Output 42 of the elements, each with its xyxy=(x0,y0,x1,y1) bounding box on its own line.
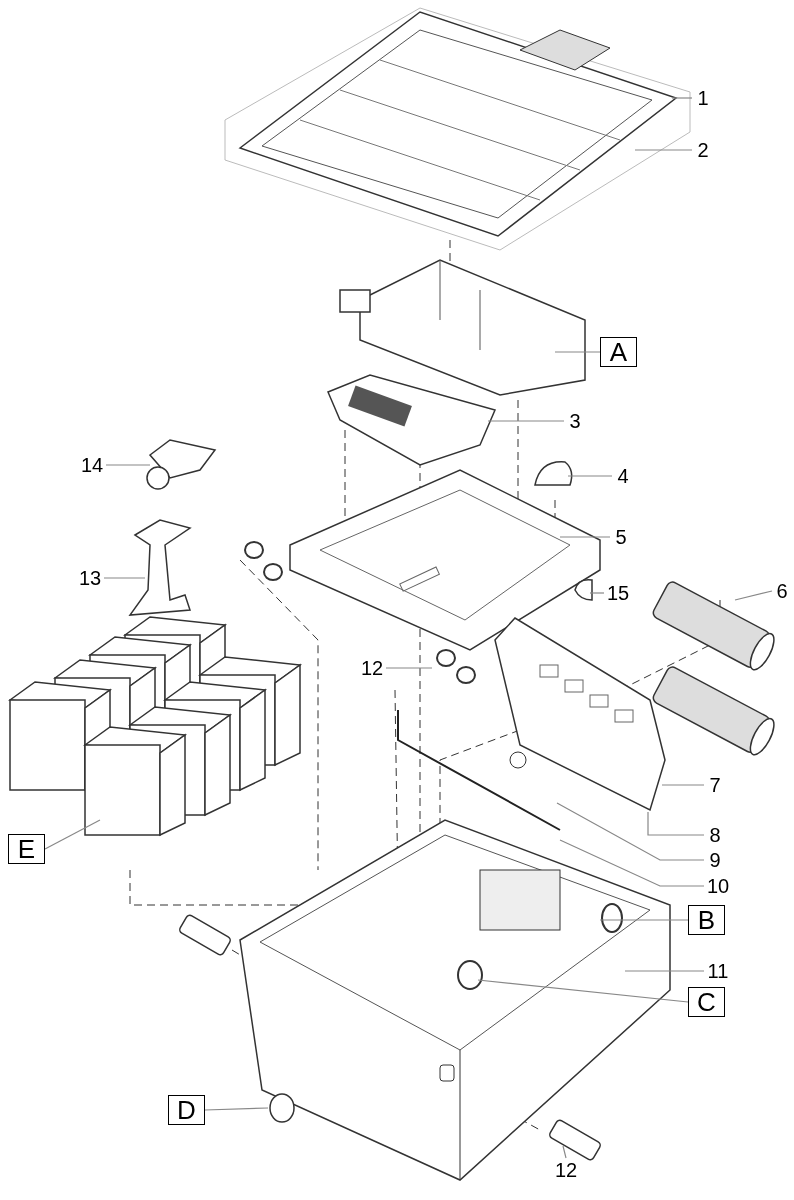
callout-number: 7 xyxy=(704,773,726,797)
callout-number: 1 xyxy=(692,86,714,110)
callout-number: 14 xyxy=(78,453,106,477)
leader-line xyxy=(562,1145,567,1159)
leader-line xyxy=(624,970,705,972)
leader-line xyxy=(556,802,705,861)
leader-line xyxy=(44,819,101,850)
callout-number: 5 xyxy=(610,525,632,549)
callout-number: 9 xyxy=(704,848,726,872)
leader-line xyxy=(103,577,146,579)
leader-line xyxy=(671,97,693,99)
callout-number: 6 xyxy=(772,579,792,603)
callout-number: 11 xyxy=(704,959,732,983)
leader-line xyxy=(647,811,705,836)
leader-line xyxy=(105,464,151,466)
callout-number: 3 xyxy=(564,409,586,433)
callout-letter: E xyxy=(8,834,45,864)
leader-line xyxy=(559,536,611,538)
callout-letter: D xyxy=(168,1095,205,1125)
leader-line xyxy=(487,420,565,422)
leader-line xyxy=(567,475,613,477)
callout-number: 8 xyxy=(704,823,726,847)
callout-letter: B xyxy=(688,905,725,935)
leader-line xyxy=(634,149,693,151)
leader-line xyxy=(589,592,605,594)
callout-number: 13 xyxy=(76,566,104,590)
callout-number: 4 xyxy=(612,464,634,488)
callout-number: 15 xyxy=(604,581,632,605)
callout-number: 2 xyxy=(692,138,714,162)
callout-number: 12 xyxy=(358,656,386,680)
leader-line xyxy=(554,351,601,353)
callout-letter: A xyxy=(600,337,637,367)
callout-number: 10 xyxy=(704,874,732,898)
leader-line xyxy=(385,667,433,669)
leader-line xyxy=(599,919,689,921)
callout-number: 12 xyxy=(552,1158,580,1182)
callout-letter: C xyxy=(688,987,725,1017)
leader-line xyxy=(204,1107,269,1111)
leader-line xyxy=(477,979,689,1003)
leader-line xyxy=(734,590,773,601)
leader-line xyxy=(559,839,705,887)
leader-line xyxy=(661,784,705,786)
